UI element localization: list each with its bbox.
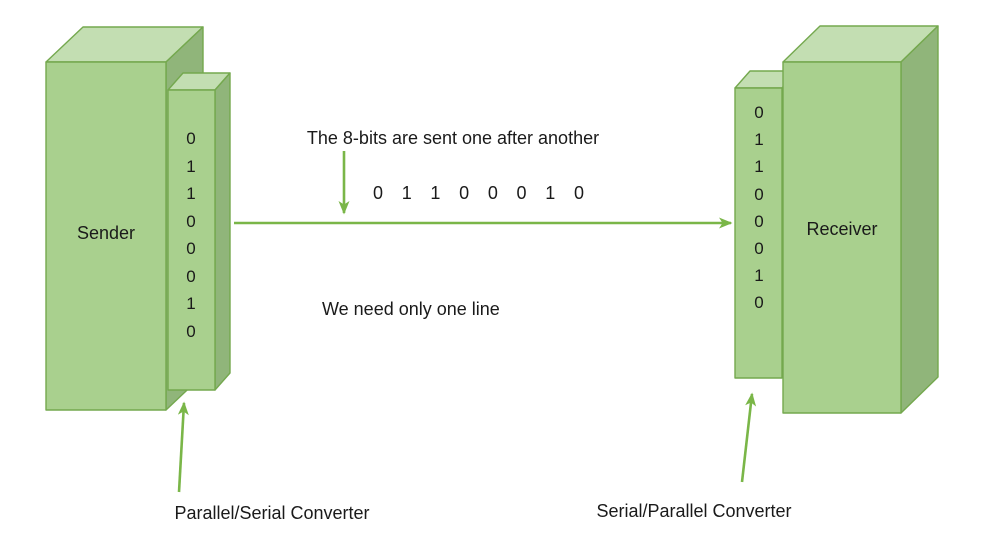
sender-label: Sender xyxy=(77,223,135,243)
receiver-converter-arrow xyxy=(740,392,757,483)
receiver-bit: 0 xyxy=(754,239,763,258)
receiver-converter-front-face xyxy=(734,87,783,379)
sender-bit: 0 xyxy=(186,267,195,286)
sender-converter-front-face xyxy=(167,89,216,391)
receiver-box: Receiver xyxy=(782,25,939,414)
sender-bit: 0 xyxy=(186,322,195,341)
receiver-bit: 0 xyxy=(754,185,763,204)
sender-converter-label: Parallel/Serial Converter xyxy=(174,503,369,523)
receiver-bit: 0 xyxy=(754,103,763,122)
receiver-bit: 1 xyxy=(754,157,763,176)
sender-converter-box: 0 1 1 0 0 0 1 0 xyxy=(167,72,231,391)
one-line-caption: We need only one line xyxy=(322,299,500,319)
receiver-bit: 1 xyxy=(754,266,763,285)
sender-converter-side-face xyxy=(214,72,231,391)
receiver-converter-box: 0 1 1 0 0 0 1 0 xyxy=(734,70,798,379)
receiver-converter-label: Serial/Parallel Converter xyxy=(596,501,791,521)
sender-bit: 1 xyxy=(186,157,195,176)
sender-bit: 0 xyxy=(186,212,195,231)
receiver-bit: 0 xyxy=(754,212,763,231)
sender-bit: 1 xyxy=(186,184,195,203)
serial-bits-text: 0 1 1 0 0 0 1 0 xyxy=(373,183,584,203)
sender-box-front-face xyxy=(45,61,167,411)
receiver-bit: 1 xyxy=(754,130,763,149)
sender-bit: 0 xyxy=(186,239,195,258)
receiver-label: Receiver xyxy=(806,219,877,239)
receiver-box-side-face xyxy=(900,25,939,414)
sender-bits-column: 0 1 1 0 0 0 1 0 xyxy=(186,129,195,341)
sender-converter-arrow xyxy=(177,401,189,493)
receiver-box-front-face xyxy=(782,61,902,414)
sender-bit: 0 xyxy=(186,129,195,148)
sender-bit: 1 xyxy=(186,294,195,313)
receiver-bits-column: 0 1 1 0 0 0 1 0 xyxy=(754,103,763,312)
receiver-bit: 0 xyxy=(754,293,763,312)
transmission-caption: The 8-bits are sent one after another xyxy=(307,128,599,148)
